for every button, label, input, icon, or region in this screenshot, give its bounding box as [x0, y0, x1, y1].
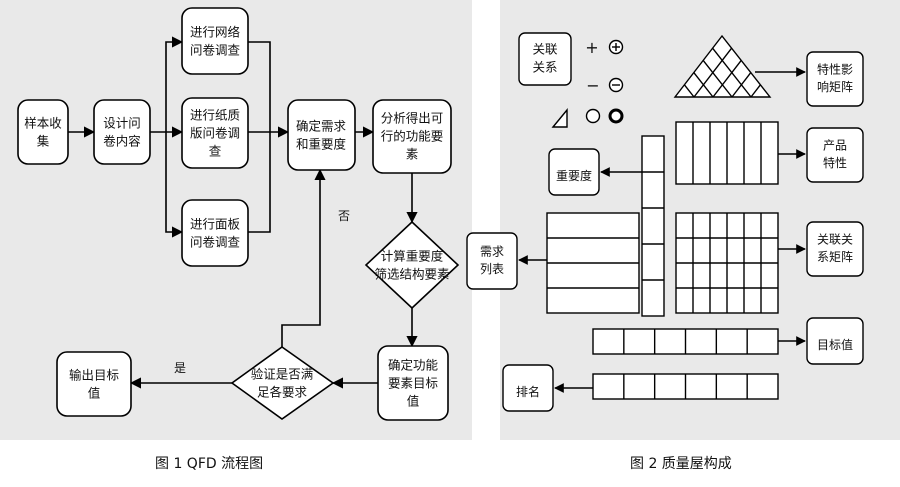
node-compute: [364, 220, 460, 310]
edge-verify-determine: [281, 168, 326, 347]
node-determine: [287, 99, 356, 171]
label-feature-corr: 特性影响矩阵: [817, 62, 853, 94]
node-paper-label: 进行纸质版问卷调查: [190, 107, 240, 158]
label-box-target: [806, 317, 864, 365]
node-face: [181, 199, 249, 267]
node-verify-label: 验证是否满足各要求: [251, 366, 314, 399]
edge-fork-face: [165, 132, 184, 238]
label-box-feature-corr: [806, 51, 864, 107]
house-of-quality-labels: 关联关系 + − 特性影响矩阵 产品特性 重要度 关联关系矩阵 需求列表 目标值…: [480, 38, 853, 399]
qfd-node-labels: 样本收集 设计问卷内容 进行网络问卷调查 进行纸质版问卷调查 进行面板问卷调查 …: [24, 24, 449, 408]
medium-relation-circle-icon: [585, 108, 601, 124]
legend-minus: −: [586, 76, 599, 95]
legend-plus: +: [585, 38, 598, 57]
relation-matrix: [675, 212, 779, 314]
node-analyze-label: 分析得出可行的功能要素: [381, 110, 444, 161]
roof-outline: [673, 34, 772, 98]
node-output-label: 输出目标值: [69, 367, 119, 400]
label-needs: 需求列表: [480, 245, 504, 276]
weak-relation-triangle-icon: [551, 108, 568, 128]
node-sample: [17, 99, 69, 165]
edge-online-merge: [248, 41, 271, 132]
legend-relation-box: [518, 32, 572, 86]
node-confirm-label: 确定功能要素目标值: [388, 357, 439, 408]
label-product: 产品特性: [823, 139, 847, 170]
target-value-row: [592, 328, 779, 355]
legend-title: 关联关系: [532, 41, 558, 74]
label-relation: 关联关系矩阵: [817, 233, 853, 264]
node-verify: [230, 346, 335, 420]
needs-list-matrix: [546, 212, 640, 314]
edge-label-yes: 是: [174, 361, 186, 375]
ranking-row: [592, 373, 779, 400]
label-importance: 重要度: [556, 168, 592, 183]
label-rank: 排名: [516, 384, 540, 399]
figure2-caption: 图 2 质量屋构成: [630, 456, 732, 472]
label-box-needs: [466, 232, 518, 290]
node-determine-label: 确定需求和重要度: [296, 118, 347, 151]
strong-relation-circle-icon: [608, 108, 624, 124]
label-box-product: [806, 127, 864, 183]
node-online: [181, 7, 249, 75]
node-confirm: [377, 345, 449, 421]
node-design: [93, 99, 151, 165]
label-box-relation: [806, 221, 864, 277]
label-box-importance: [548, 148, 600, 196]
figure1-caption: 图 1 QFD 流程图: [155, 456, 263, 472]
node-sample-label: 样本收集: [24, 115, 62, 148]
edge-label-no: 否: [338, 209, 350, 223]
product-characteristics-matrix: [675, 121, 779, 185]
house-of-quality: [466, 32, 864, 412]
node-online-label: 进行网络问卷调查: [190, 24, 241, 57]
node-analyze: [372, 99, 452, 174]
qfd-flowchart: [17, 7, 460, 421]
node-face-label: 进行面板问卷调查: [190, 216, 241, 249]
roof-correlation-triangle: [673, 34, 772, 98]
importance-column: [641, 135, 665, 317]
node-paper: [181, 97, 249, 169]
node-compute-label: 计算重要度筛选结构要素: [374, 248, 449, 281]
node-output: [56, 351, 132, 417]
node-design-label: 设计问卷内容: [103, 115, 141, 148]
label-target: 目标值: [817, 337, 853, 352]
label-box-rank: [502, 364, 554, 412]
edge-face-merge: [248, 132, 271, 233]
importance-frame: [641, 135, 665, 317]
edge-fork-online: [165, 36, 184, 132]
